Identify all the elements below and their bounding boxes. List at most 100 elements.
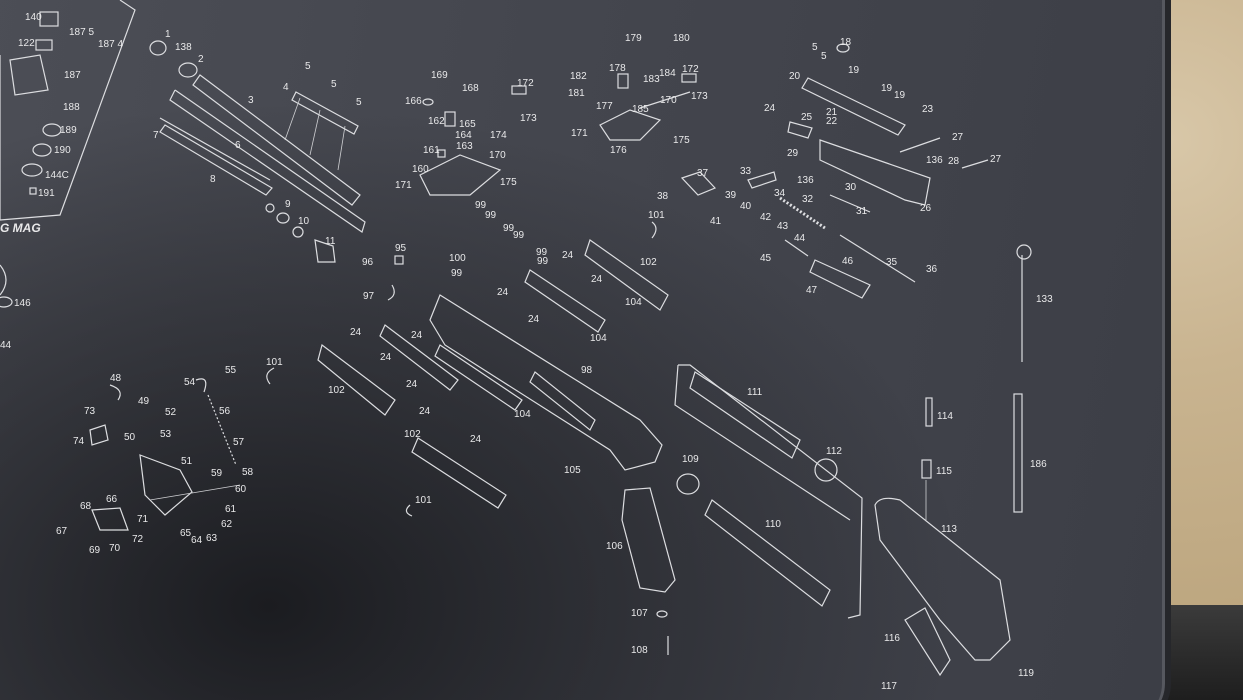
magazine-panel-frame <box>0 0 136 221</box>
part-98-shape <box>429 294 663 471</box>
callout-label: 24 <box>497 287 509 298</box>
callout-label: 58 <box>242 467 254 478</box>
callout-label: 168 <box>462 83 479 94</box>
callout-label: 112 <box>826 446 842 457</box>
part-6-shape <box>159 124 273 196</box>
callout-label: 23 <box>922 104 934 115</box>
part-101-top <box>651 221 657 239</box>
callout-label: 69 <box>89 545 101 556</box>
callout-label: 179 <box>625 33 642 44</box>
trigger-pack-group <box>419 85 527 196</box>
callout-label: 116 <box>884 633 900 644</box>
callout-label: 99 <box>475 200 487 211</box>
callout-label: 172 <box>682 64 699 75</box>
callout-label: 102 <box>640 257 657 268</box>
callout-label: 44 <box>794 233 806 244</box>
callout-label: 184 <box>659 68 676 79</box>
callout-label: 47 <box>806 285 818 296</box>
callout-label: 24 <box>591 274 603 285</box>
part-9b-shape <box>276 212 290 224</box>
callout-label: 22 <box>826 116 838 127</box>
callout-label: 99 <box>485 210 497 221</box>
part-9-shape <box>265 203 275 213</box>
callout-label: 169 <box>431 70 448 81</box>
callout-label: 59 <box>211 468 223 479</box>
callout-label: 101 <box>415 495 432 506</box>
callout-label: 72 <box>132 534 144 545</box>
callout-label: 5 <box>331 79 337 90</box>
callout-label: 3 <box>248 95 254 106</box>
callout-label: 37 <box>697 168 709 179</box>
callout-label: 40 <box>740 201 752 212</box>
callout-label: 26 <box>920 203 932 214</box>
part-166-shape <box>422 98 434 106</box>
callout-label: 44 <box>0 340 12 351</box>
buttstock-group <box>874 244 1032 677</box>
callout-label: 138 <box>175 42 192 53</box>
part-54-shape <box>195 378 207 393</box>
part-107-shape <box>656 610 668 618</box>
part-186-rod <box>1013 393 1023 513</box>
part-160-shape <box>419 154 502 196</box>
callout-label: 31 <box>856 206 868 217</box>
receiver-handguard-group <box>266 221 669 517</box>
callout-label: 181 <box>568 88 585 99</box>
callout-label: 50 <box>124 432 136 443</box>
callout-label: 133 <box>1036 294 1053 305</box>
callout-label: 67 <box>56 526 68 537</box>
part-11-shape <box>314 239 336 263</box>
part-2-shape <box>178 62 198 78</box>
callout-label: 99 <box>451 268 463 279</box>
part-27-rod <box>899 137 941 153</box>
part-37-shape <box>680 171 717 196</box>
part-115-shape <box>921 459 932 479</box>
callout-label: 99 <box>513 230 525 241</box>
callout-label: 187 5 <box>69 27 94 38</box>
part-112-shape <box>814 458 838 482</box>
callout-label: 122 <box>18 38 35 49</box>
callout-label: 161 <box>423 145 440 156</box>
callout-label: 108 <box>631 645 648 656</box>
callout-label: 32 <box>802 194 814 205</box>
part-48-shape <box>109 384 121 401</box>
callout-label: 95 <box>395 243 407 254</box>
trigger-group <box>89 378 241 531</box>
part-161-shape <box>437 149 446 158</box>
callout-label: 170 <box>660 95 677 106</box>
part-95-shape <box>394 255 404 265</box>
part-122-shape <box>35 39 53 51</box>
callout-label: 24 <box>411 330 423 341</box>
rail-left-group <box>284 91 359 171</box>
callout-label: 57 <box>233 437 245 448</box>
callout-label: 187 4 <box>98 39 123 50</box>
callout-label: 109 <box>682 454 699 465</box>
callout-label: 24 <box>562 250 574 261</box>
callout-label: 144C <box>45 170 69 181</box>
callout-label: 52 <box>165 407 177 418</box>
part-110-frame <box>678 364 863 619</box>
callout-label: 182 <box>570 71 587 82</box>
callout-label: 8 <box>210 174 216 185</box>
part-102-bottom <box>411 437 507 509</box>
callout-label: 111 <box>747 387 763 398</box>
callout-label: 175 <box>673 135 690 146</box>
callout-label: 65 <box>180 528 192 539</box>
callout-label: 43 <box>777 221 789 232</box>
callout-label: 191 <box>38 188 55 199</box>
callout-label: 98 <box>581 365 593 376</box>
callout-label: 174 <box>490 130 507 141</box>
callout-label: 30 <box>845 182 857 193</box>
callout-label: 104 <box>625 297 642 308</box>
part-110-frame-b <box>674 364 851 521</box>
callout-label: 102 <box>404 429 421 440</box>
callout-label: 173 <box>691 91 708 102</box>
callout-label: 51 <box>181 456 193 467</box>
callout-label: 5 <box>305 61 311 72</box>
callout-label: 56 <box>219 406 231 417</box>
callout-label: 6 <box>235 140 241 151</box>
callout-label: 46 <box>842 256 854 267</box>
part-20-rail <box>801 77 906 136</box>
callout-label: 99 <box>536 247 548 258</box>
callout-label: 140 <box>25 12 42 23</box>
callout-label: 175 <box>500 177 517 188</box>
